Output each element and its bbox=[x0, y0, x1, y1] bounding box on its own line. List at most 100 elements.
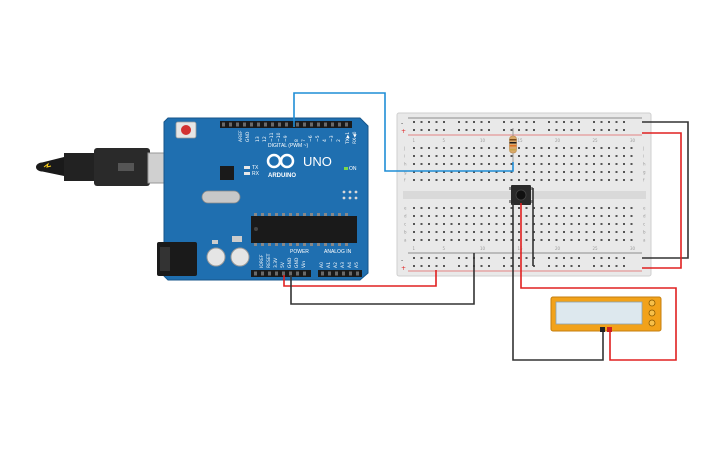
terminal-hole bbox=[608, 147, 610, 149]
rail-hole bbox=[510, 257, 513, 259]
terminal-hole bbox=[413, 179, 415, 181]
terminal-hole bbox=[578, 215, 580, 217]
terminal-hole bbox=[630, 147, 633, 149]
terminal-hole bbox=[450, 223, 453, 225]
terminal-hole bbox=[540, 231, 543, 233]
rail-hole bbox=[608, 257, 610, 259]
rail-hole bbox=[615, 265, 618, 267]
com-probe-port[interactable] bbox=[600, 327, 605, 332]
column-number: 5 bbox=[443, 246, 446, 251]
rail-hole bbox=[570, 121, 573, 123]
capacitor-2 bbox=[230, 247, 250, 267]
terminal-hole bbox=[458, 215, 460, 217]
arduino-gnd-wire[interactable] bbox=[290, 253, 475, 305]
terminal-hole bbox=[465, 239, 468, 241]
terminal-hole bbox=[533, 207, 535, 209]
terminal-hole bbox=[630, 171, 633, 173]
terminal-hole bbox=[615, 223, 618, 225]
terminal-hole bbox=[428, 147, 430, 149]
rx0-label: RX◀0 bbox=[352, 131, 358, 144]
rail-hole bbox=[555, 129, 558, 131]
reset-button-cap[interactable] bbox=[181, 125, 191, 135]
rail-minus-label-top: - bbox=[401, 120, 403, 127]
row-letter: c bbox=[643, 222, 645, 227]
rail-hole bbox=[480, 265, 483, 267]
row-letter: j bbox=[642, 146, 644, 151]
multimeter-black-lead[interactable] bbox=[512, 203, 604, 361]
terminal-hole bbox=[630, 207, 633, 209]
rail-hole bbox=[443, 265, 445, 267]
mode-a-button[interactable] bbox=[648, 299, 656, 307]
terminal-hole bbox=[600, 207, 603, 209]
crystal-oscillator bbox=[201, 190, 241, 204]
terminal-hole bbox=[428, 239, 430, 241]
resistor[interactable] bbox=[509, 128, 517, 162]
terminal-hole bbox=[473, 231, 475, 233]
terminal-hole bbox=[585, 207, 588, 209]
rail-hole bbox=[555, 121, 558, 123]
terminal-hole bbox=[593, 207, 595, 209]
terminal-hole bbox=[578, 163, 580, 165]
terminal-hole bbox=[458, 155, 460, 157]
tx-label: TX bbox=[252, 165, 259, 171]
right-rail-gnd-bridge[interactable] bbox=[642, 121, 689, 259]
terminal-hole bbox=[488, 163, 490, 165]
terminal-hole bbox=[420, 147, 423, 149]
terminal-hole bbox=[458, 239, 460, 241]
terminal-hole bbox=[533, 215, 535, 217]
terminal-hole bbox=[578, 207, 580, 209]
rail-hole bbox=[600, 265, 603, 267]
terminal-hole bbox=[540, 147, 543, 149]
mode-v-button[interactable] bbox=[648, 309, 656, 317]
terminal-hole bbox=[578, 155, 580, 157]
terminal-hole bbox=[518, 223, 520, 225]
terminal-hole bbox=[443, 239, 445, 241]
terminal-hole bbox=[510, 215, 513, 217]
rail-hole bbox=[623, 265, 625, 267]
positive-probe-port[interactable] bbox=[607, 327, 612, 332]
terminal-hole bbox=[570, 215, 573, 217]
terminal-hole bbox=[585, 155, 588, 157]
row-letter: a bbox=[643, 238, 646, 243]
rail-hole bbox=[488, 265, 490, 267]
arduino-5v-wire[interactable] bbox=[283, 270, 437, 287]
digital-pin-label: ~5 bbox=[315, 135, 321, 142]
rail-hole bbox=[488, 257, 490, 259]
mode-ohm-button[interactable] bbox=[648, 319, 656, 327]
push-button[interactable] bbox=[509, 185, 533, 205]
terminal-hole bbox=[585, 231, 588, 233]
rail-hole bbox=[518, 121, 520, 123]
rail-hole bbox=[578, 129, 580, 131]
on-label: ON bbox=[349, 166, 357, 172]
terminal-hole bbox=[548, 215, 550, 217]
terminal-hole bbox=[503, 223, 505, 225]
usb-cable[interactable] bbox=[36, 148, 177, 186]
terminal-hole bbox=[465, 215, 468, 217]
terminal-hole bbox=[435, 179, 438, 181]
terminal-hole bbox=[488, 155, 490, 157]
terminal-hole bbox=[518, 147, 520, 149]
terminal-hole bbox=[473, 179, 475, 181]
terminal-hole bbox=[623, 207, 625, 209]
terminal-hole bbox=[525, 231, 528, 233]
rail-hole bbox=[510, 121, 513, 123]
terminal-hole bbox=[465, 223, 468, 225]
terminal-hole bbox=[608, 239, 610, 241]
signal-wire[interactable] bbox=[293, 92, 514, 172]
terminal-hole bbox=[503, 179, 505, 181]
icsp-header bbox=[342, 190, 358, 200]
capacitor-1 bbox=[206, 247, 226, 267]
rail-hole bbox=[420, 121, 423, 123]
terminal-hole bbox=[525, 155, 528, 157]
right-rail-power-bridge[interactable] bbox=[642, 132, 682, 269]
rail-hole bbox=[525, 257, 528, 259]
digital-pin-label: 12 bbox=[262, 136, 268, 142]
tx-led bbox=[244, 166, 250, 169]
rail-hole bbox=[510, 265, 513, 267]
multimeter[interactable] bbox=[550, 296, 662, 332]
terminal-hole bbox=[420, 171, 423, 173]
terminal-hole bbox=[563, 223, 565, 225]
multimeter-red-lead[interactable] bbox=[520, 203, 677, 361]
terminal-hole bbox=[443, 171, 445, 173]
